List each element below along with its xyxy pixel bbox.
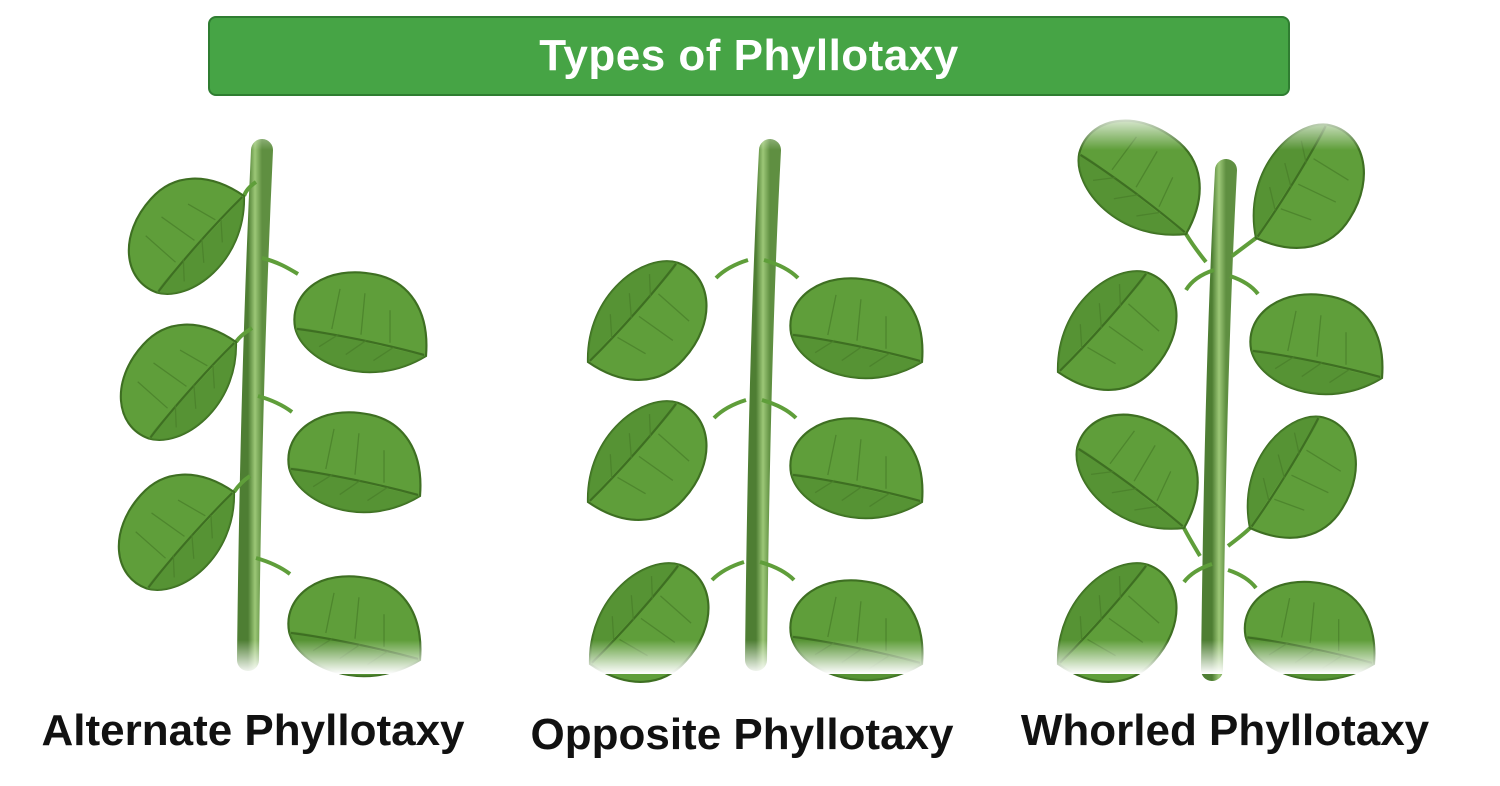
stem — [1201, 159, 1237, 681]
caption-opposite: Opposite Phyllotaxy — [530, 710, 954, 759]
opposite-phyllotaxy-illustration — [559, 139, 948, 713]
top-fade — [0, 110, 1500, 150]
caption-whorled: Whorled Phyllotaxy — [1020, 706, 1430, 755]
page-title: Types of Phyllotaxy — [539, 31, 959, 80]
leaf-pair-1 — [559, 244, 948, 411]
caption-alternate: Alternate Phyllotaxy — [41, 706, 465, 755]
stem — [237, 139, 273, 671]
leaf-right-2 — [257, 383, 446, 545]
leaf-left-1 — [103, 153, 272, 311]
leaf-right-1 — [261, 243, 452, 405]
leaf-left-2 — [95, 299, 264, 457]
leaf-right-3 — [255, 547, 446, 709]
stem — [745, 139, 781, 671]
title-banner: Types of Phyllotaxy — [208, 16, 1290, 96]
leaf-pair-2 — [559, 384, 948, 551]
leaf-pair-3 — [561, 546, 948, 713]
bottom-fade — [0, 640, 1500, 674]
whorl-upper — [1029, 92, 1408, 427]
whorled-phyllotaxy-illustration — [1029, 92, 1408, 712]
leaf-left-3 — [93, 449, 262, 607]
alternate-phyllotaxy-illustration — [93, 139, 452, 709]
whorl-lower — [1029, 386, 1399, 712]
